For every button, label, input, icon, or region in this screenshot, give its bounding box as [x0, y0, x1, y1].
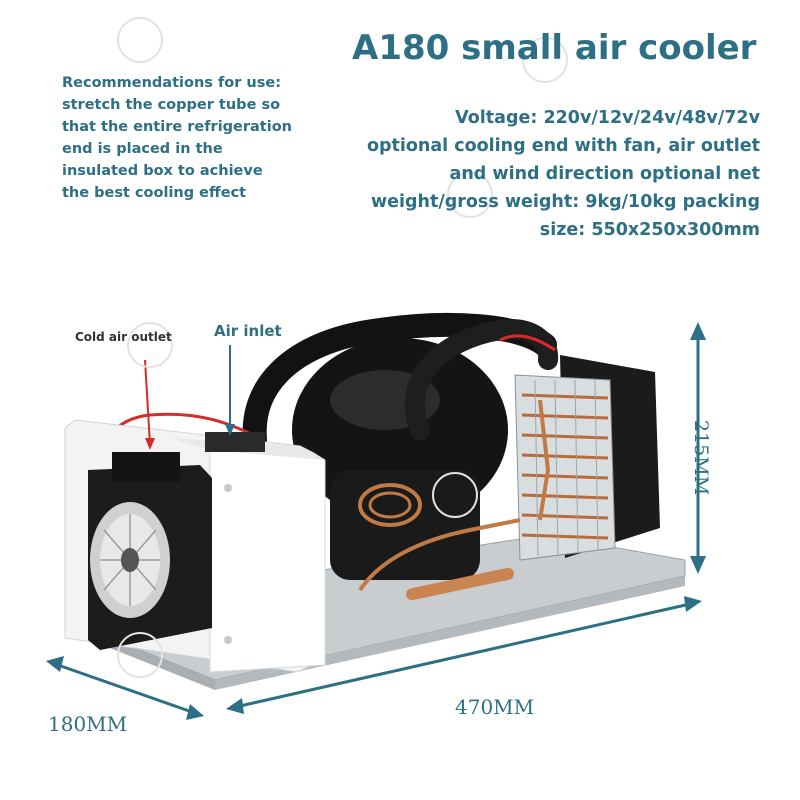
height-arrow — [690, 322, 706, 574]
spec-cooling-end: optional cooling end with fan, air outle… — [366, 136, 760, 156]
spec-size: size: 550x250x300mm — [539, 220, 760, 240]
depth-arrow — [46, 656, 204, 720]
recommendation-text: Recommendations for use: stretch the cop… — [62, 75, 292, 201]
spec-voltage: Voltage: 220v/12v/24v/48v/72v — [455, 108, 760, 128]
spec-wind-direction: and wind direction optional net — [449, 164, 760, 184]
condenser-unit — [514, 355, 660, 561]
watermark-stamps — [117, 17, 568, 678]
product-title: A180 small air cooler — [352, 28, 757, 68]
depth-dimension: 180MM — [48, 712, 128, 736]
air-inlet-label: Air inlet — [214, 322, 282, 340]
length-arrow — [226, 596, 702, 714]
cold-air-outlet-label: Cold air outlet — [75, 330, 172, 344]
height-dimension: 215MM — [690, 420, 712, 496]
copper-pipe — [358, 518, 521, 592]
spec-weight: weight/gross weight: 9kg/10kg packing — [370, 192, 760, 212]
blower-fan — [88, 452, 212, 650]
cold-outlet-pointer — [144, 359, 151, 446]
spec-list: Voltage: 220v/12v/24v/48v/72v optional c… — [290, 104, 760, 244]
length-dimension: 470MM — [455, 695, 535, 719]
